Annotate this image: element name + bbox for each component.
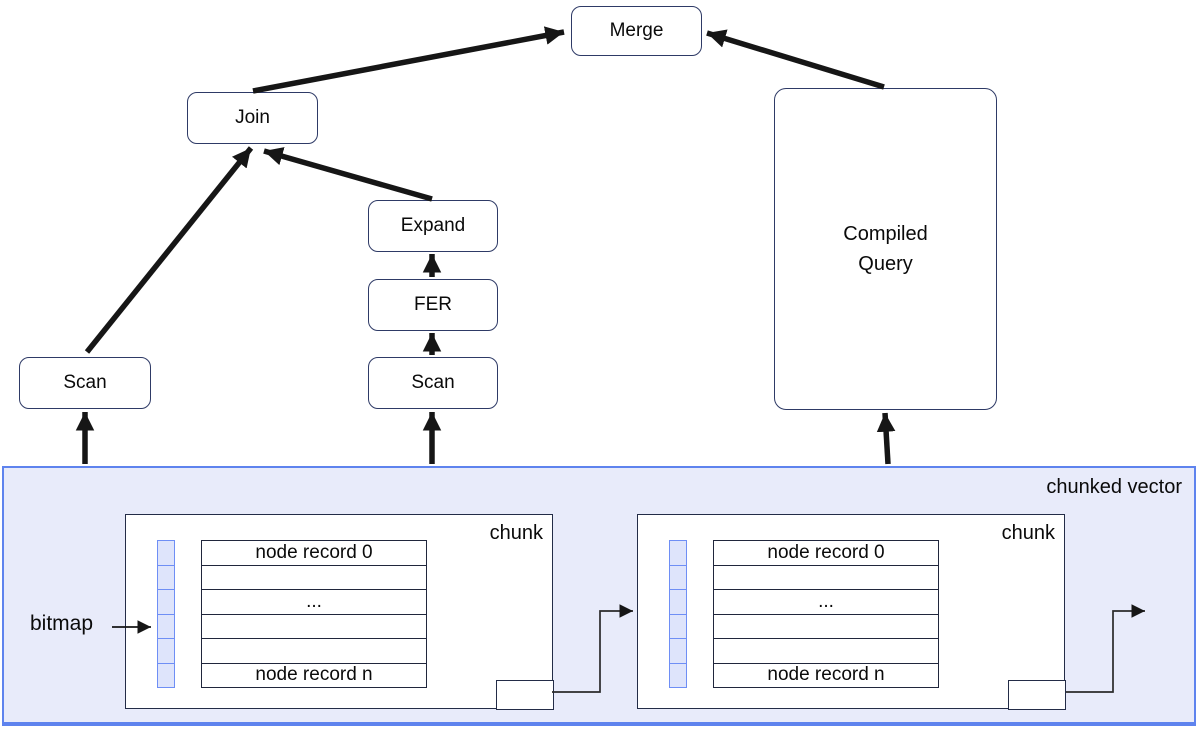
record-row: [202, 639, 426, 664]
record-row: [202, 615, 426, 639]
node-compiled-query: Compiled Query: [774, 88, 997, 410]
bitmap-cell: [158, 541, 174, 566]
bitmap-cell: [670, 541, 686, 566]
node-expand-label: Expand: [400, 215, 466, 236]
arrow-join-to-merge: [252, 26, 565, 94]
record-row: [714, 639, 938, 664]
bitmap-cell: [670, 639, 686, 664]
chunked-vector-container: chunked vector bitmap chunk node record …: [2, 466, 1196, 726]
record-row: node record n: [767, 664, 885, 686]
bitmap-label: bitmap: [30, 612, 94, 635]
record-row: [714, 566, 938, 590]
record-row: node record 0: [202, 541, 426, 566]
record-row: ...: [202, 590, 426, 615]
node-scan-middle: Scan: [368, 357, 498, 409]
chunk-2: chunk node record 0 ... node record n: [637, 514, 1066, 710]
chunk-2-bitmap-column: [669, 540, 687, 688]
node-merge-label: Merge: [609, 20, 664, 41]
node-join-label: Join: [235, 107, 270, 128]
arrow-expand-to-join: [263, 147, 433, 202]
record-row: [714, 615, 938, 639]
chunk-2-record-table: node record 0 ... node record n: [713, 540, 939, 688]
bitmap-cell: [158, 615, 174, 639]
chunk-1-bitmap-column: [157, 540, 175, 688]
node-expand: Expand: [368, 200, 498, 252]
node-fer: FER: [368, 279, 498, 331]
bitmap-cell: [158, 590, 174, 615]
chunked-vector-label: chunked vector: [1046, 476, 1182, 498]
bitmap-cell: [670, 615, 686, 639]
chunk-1-next-pointer-box: [495, 679, 554, 710]
bitmap-cell: [670, 566, 686, 590]
node-scan-left-label: Scan: [63, 372, 107, 393]
bitmap-cell: [158, 639, 174, 664]
bitmap-cell: [158, 664, 174, 688]
arrow-compiled-query-to-merge: [706, 29, 885, 90]
record-row: node record 0: [714, 541, 938, 566]
bitmap-cell: [158, 566, 174, 590]
arrow-scan-left-to-join: [84, 146, 254, 354]
chunk-1-label: chunk: [489, 522, 543, 544]
node-merge: Merge: [571, 6, 702, 56]
chunk-2-label: chunk: [1001, 522, 1055, 544]
record-row: ...: [714, 590, 938, 615]
chunk-2-next-pointer-box: [1007, 679, 1066, 710]
record-row: node record n: [255, 664, 373, 686]
chunk-1-record-table: node record 0 ... node record n: [201, 540, 427, 688]
node-scan-left: Scan: [19, 357, 151, 409]
node-fer-label: FER: [414, 294, 452, 315]
chunk-1: chunk node record 0 ... node record n: [125, 514, 554, 710]
bitmap-cell: [670, 590, 686, 615]
record-row: [202, 566, 426, 590]
node-join: Join: [187, 92, 318, 144]
node-compiled-query-label: Compiled Query: [843, 223, 928, 275]
node-scan-middle-label: Scan: [411, 372, 455, 393]
bitmap-cell: [670, 664, 686, 688]
arrow-vector-to-compiled-query: [876, 412, 896, 465]
